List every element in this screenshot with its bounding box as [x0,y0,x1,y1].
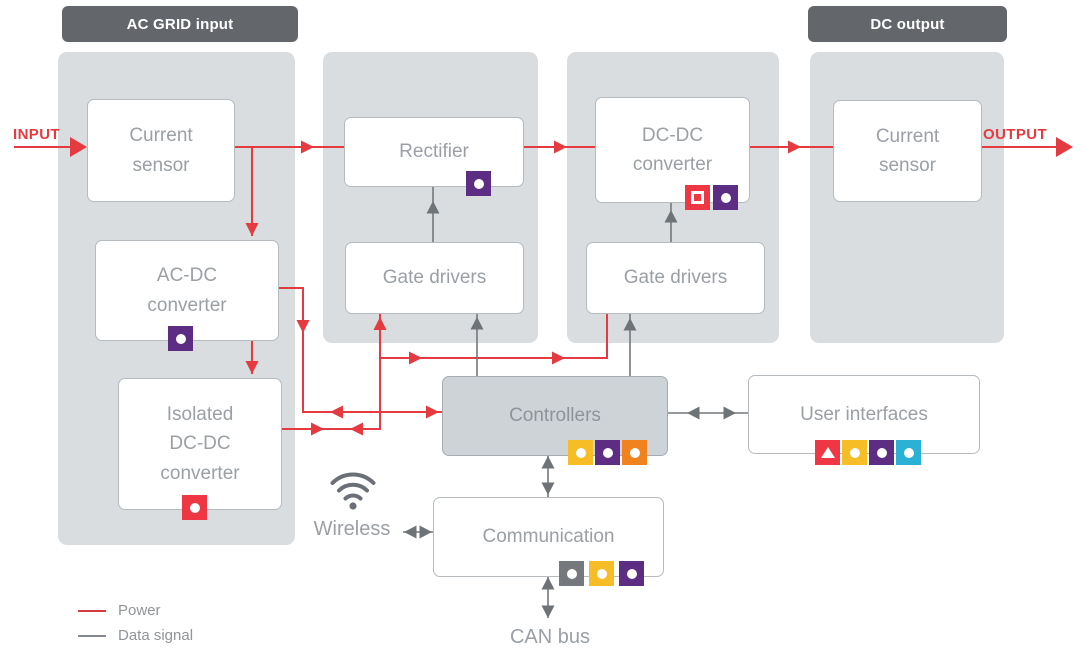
input-label: INPUT [13,126,60,143]
red-triangle-icon [815,440,840,465]
purple-circle-icon [595,440,620,465]
yellow-circle-icon [589,561,614,586]
block-label: Rectifier [399,141,469,163]
legend-power-label: Power [118,602,161,619]
purple-circle-icon [619,561,644,586]
block-label: DC-DC converter [632,124,713,175]
block-label: Controllers [509,405,601,427]
purple-circle-icon [466,171,491,196]
orange-circle-icon [622,440,647,465]
cyan-circle-icon [896,440,921,465]
red-square-icon [685,185,710,210]
wireless-label: Wireless [313,518,391,540]
block-label: Isolated DC-DC converter [160,403,240,484]
block-dcdc-converter: DC-DC converter [595,97,750,203]
purple-circle-icon [168,326,193,351]
block-label: Gate drivers [382,267,487,289]
legend-power-row: Power [78,598,193,623]
legend-data-row: Data signal [78,623,193,648]
legend: Power Data signal [78,598,193,648]
wifi-icon [330,472,376,510]
block-isolated-dcdc-converter: Isolated DC-DC converter [118,378,282,510]
block-gate-drivers-left: Gate drivers [345,242,524,314]
red-circle-icon [182,495,207,520]
block-label: User interfaces [800,403,928,425]
block-acdc-converter: AC-DC converter [95,240,279,341]
block-label: Gate drivers [623,267,728,289]
block-label: Current sensor [875,125,940,176]
block-label: AC-DC converter [147,265,227,316]
gray-circle-icon [559,561,584,586]
power-line-swatch [78,609,106,612]
purple-circle-icon [869,440,894,465]
legend-data-label: Data signal [118,627,194,644]
block-gate-drivers-right: Gate drivers [586,242,765,314]
block-current-sensor-input: Current sensor [87,99,235,202]
header-dc-output: DC output [808,6,1007,42]
block-current-sensor-output: Current sensor [833,100,982,202]
yellow-circle-icon [842,440,867,465]
header-ac-grid-input: AC GRID input [62,6,298,42]
output-label: OUTPUT [983,126,1048,143]
data-line-swatch [78,634,106,637]
can-bus-label: CAN bus [509,626,591,648]
block-rectifier: Rectifier [344,117,524,187]
block-label: Current sensor [129,125,193,176]
block-label: Communication [482,526,615,548]
purple-circle-icon [713,185,738,210]
yellow-circle-icon [568,440,593,465]
